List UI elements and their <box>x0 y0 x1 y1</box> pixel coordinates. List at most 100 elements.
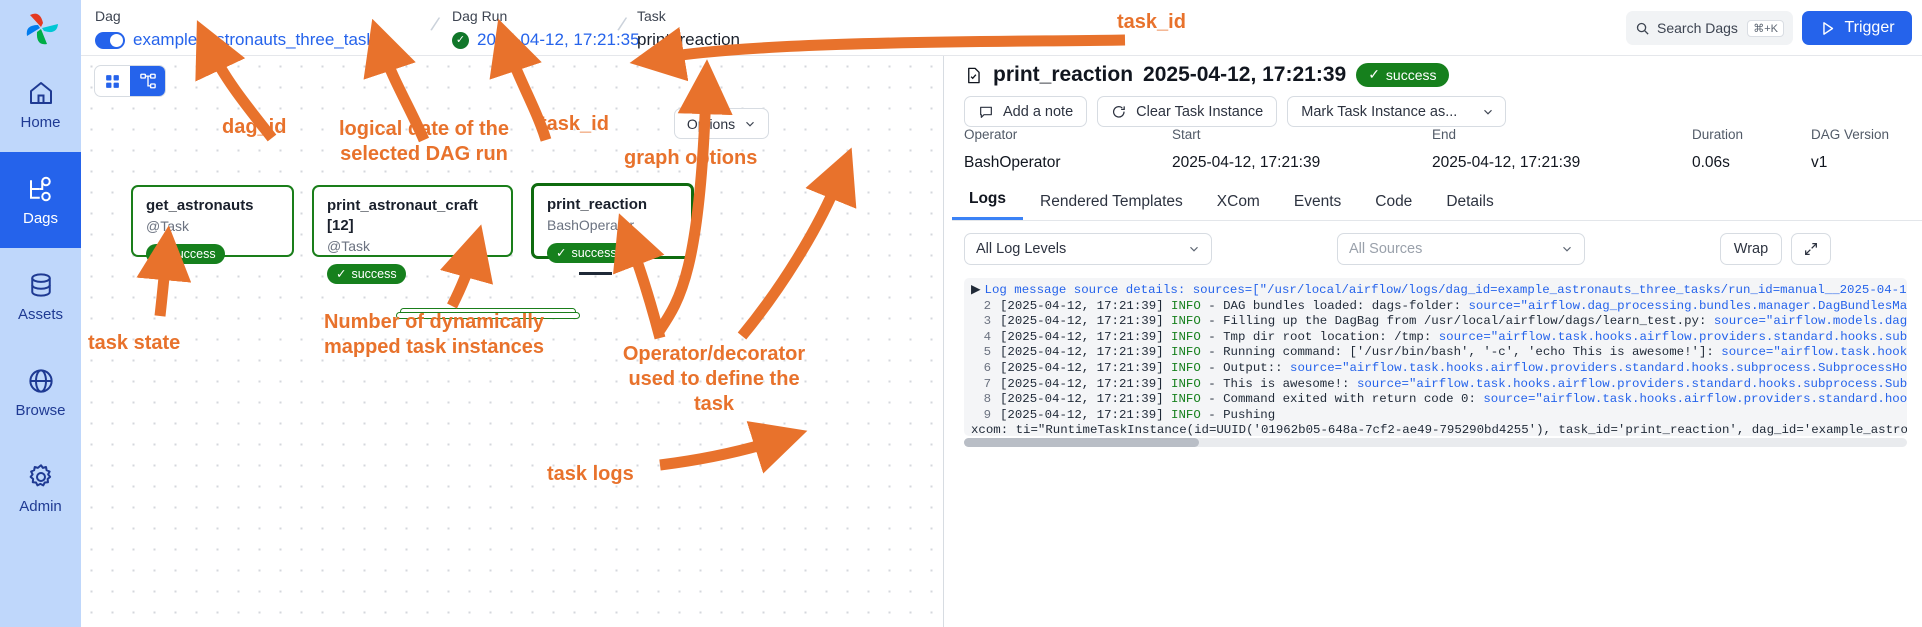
scrollbar-thumb[interactable] <box>964 438 1199 447</box>
check-icon: ✓ <box>556 246 567 260</box>
log-source-header[interactable]: ▶Log message source details: sources=["/… <box>964 283 1907 299</box>
annotation-dag-id: dag_id <box>222 116 287 138</box>
gear-icon <box>26 462 56 492</box>
add-a-note-button[interactable]: Add a note <box>964 96 1088 127</box>
meta-duration: Duration 0.06s <box>1692 126 1812 174</box>
task-id-value[interactable]: print_reaction <box>637 30 741 49</box>
log-message: - Output:: <box>1208 360 1283 375</box>
node-title: print_reaction <box>547 196 648 213</box>
search-shortcut: ⌘+K <box>1747 19 1784 37</box>
log-line: 3[2025-04-12, 17:21:39] INFO - Filling u… <box>964 314 1907 330</box>
log-header-text: Log message source details: sources=["/u… <box>984 283 1907 297</box>
comment-icon <box>978 104 994 120</box>
log-level: INFO <box>1171 329 1201 344</box>
check-icon: ✓ <box>336 267 347 281</box>
annotation-operator-decorator: Operator/decorator used to define the ta… <box>622 343 806 415</box>
refresh-icon <box>1111 104 1127 120</box>
meta-header: Operator <box>964 127 1018 142</box>
status-label: success <box>351 266 397 281</box>
meta-header: DAG Version <box>1811 127 1890 142</box>
sidebar-item-browse[interactable]: Browse <box>0 344 81 440</box>
airflow-logo[interactable] <box>0 0 81 56</box>
tab-logs[interactable]: Logs <box>952 190 1024 220</box>
trigger-button[interactable]: Trigger <box>1802 11 1912 45</box>
tab-xcom[interactable]: XCom <box>1216 193 1260 210</box>
search-icon <box>1635 21 1650 36</box>
meta-header: Start <box>1172 127 1201 142</box>
button-label: Clear Task Instance <box>1136 103 1264 120</box>
dag-run-label: Dag Run <box>452 8 508 24</box>
expand-caret-icon[interactable]: ▶ <box>971 283 981 297</box>
breadcrumb-task: Task print_reaction <box>637 8 740 51</box>
sidebar-item-label: Dags <box>22 209 59 227</box>
search-dags-input[interactable]: Search Dags ⌘+K <box>1626 11 1793 45</box>
node-title: print_astronaut_craft [12] <box>327 197 478 234</box>
status-badge: ✓ success <box>1356 63 1449 87</box>
log-line-tail: xcom: ti="RuntimeTaskInstance(id=UUID('0… <box>964 423 1907 436</box>
dag-label: Dag <box>95 8 121 24</box>
log-time: [2025-04-12, 17:21:39] <box>1000 345 1164 360</box>
log-level: INFO <box>1171 407 1201 422</box>
log-tail-text: xcom: ti="RuntimeTaskInstance(id=UUID('0… <box>971 423 1907 436</box>
top-bar: Dag example_astronauts_three_tasks / Dag… <box>81 0 1922 56</box>
expand-icon <box>1803 241 1819 257</box>
graph-node-print-reaction[interactable]: print_reaction BashOperator ✓ success <box>531 183 694 263</box>
dag-pause-toggle[interactable] <box>95 31 125 49</box>
annotation-logical-date: logical date of the selected DAG run <box>338 118 510 165</box>
log-message: - DAG bundles loaded: dags-folder: <box>1208 298 1462 313</box>
tab-code[interactable]: Code <box>1375 193 1413 210</box>
sidebar-item-dags[interactable]: Dags <box>0 152 81 248</box>
tab-details[interactable]: Details <box>1446 193 1494 210</box>
check-icon: ✓ <box>155 247 166 261</box>
grid-view-button[interactable] <box>95 66 130 96</box>
log-time: [2025-04-12, 17:21:39] <box>1000 314 1164 329</box>
log-message: - Command exited with return code 0: <box>1208 392 1476 407</box>
annotation-task-logs: task logs <box>547 463 634 485</box>
wrap-button[interactable]: Wrap <box>1720 233 1782 265</box>
log-message: - Filling up the DagBag from /usr/local/… <box>1208 314 1707 329</box>
log-time: [2025-04-12, 17:21:39] <box>1000 376 1164 391</box>
log-level-select[interactable]: All Log Levels <box>964 233 1212 265</box>
graph-pane[interactable]: Options get_astronauts @Task ✓ success p… <box>81 56 937 627</box>
annotation-mapped-instances: Number of dynamically mapped task instan… <box>323 311 545 358</box>
clear-task-instance-button[interactable]: Clear Task Instance <box>1097 96 1278 127</box>
log-time: [2025-04-12, 17:21:39] <box>1000 360 1164 375</box>
dag-run-link[interactable]: 2025-04-12, 17:21:35 <box>477 30 640 49</box>
mark-task-instance-as-button[interactable]: Mark Task Instance as... <box>1287 96 1507 127</box>
log-message: - This is awesome!: <box>1208 376 1350 391</box>
sidebar-item-label: Assets <box>17 305 63 323</box>
sidebar-item-assets[interactable]: Assets <box>0 248 81 344</box>
log-line-number: 7 <box>983 376 991 391</box>
graph-node-print-astronaut-craft[interactable]: print_astronaut_craft [12] @Task ✓ succe… <box>312 185 513 284</box>
graph-view-button[interactable] <box>130 66 165 96</box>
view-toggle-group <box>94 65 166 97</box>
log-line-number: 2 <box>983 298 991 313</box>
task-metadata-row: Operator BashOperator Start 2025-04-12, … <box>964 126 1906 178</box>
graph-options-button[interactable]: Options <box>674 108 769 139</box>
log-source: source="airflow.task.hooks.airflow.provi… <box>1356 376 1907 391</box>
tab-events[interactable]: Events <box>1293 193 1342 210</box>
log-line: 8[2025-04-12, 17:21:39] INFO - Command e… <box>964 392 1907 408</box>
meta-value: 0.06s <box>1692 154 1730 171</box>
graph-node-get-astronauts[interactable]: get_astronauts @Task ✓ success <box>131 185 294 264</box>
tab-rendered-templates[interactable]: Rendered Templates <box>1040 193 1183 210</box>
node-subtitle: @Task <box>146 218 189 234</box>
sidebar-item-home[interactable]: Home <box>0 56 81 152</box>
mapped-stack-2 <box>396 312 580 319</box>
dag-id-link[interactable]: example_astronauts_three_tasks <box>133 30 384 49</box>
annotation-graph-options: graph options <box>624 147 758 169</box>
meta-header: Duration <box>1692 127 1744 142</box>
log-level-value: All Log Levels <box>976 241 1067 257</box>
expand-logs-button[interactable] <box>1791 233 1831 265</box>
meta-value: 2025-04-12, 17:21:39 <box>1432 154 1581 171</box>
log-horizontal-scrollbar[interactable] <box>964 438 1907 447</box>
status-label: success <box>170 246 216 261</box>
sidebar-item-label: Home <box>20 113 61 131</box>
wrap-label: Wrap <box>1733 241 1769 257</box>
options-label: Options <box>686 115 736 132</box>
node-subtitle: BashOperator <box>547 217 635 233</box>
log-output[interactable]: ▶Log message source details: sources=["/… <box>964 278 1907 436</box>
log-line: 7[2025-04-12, 17:21:39] INFO - This is a… <box>964 377 1907 393</box>
sidebar-item-admin[interactable]: Admin <box>0 440 81 536</box>
log-sources-select[interactable]: All Sources <box>1337 233 1585 265</box>
